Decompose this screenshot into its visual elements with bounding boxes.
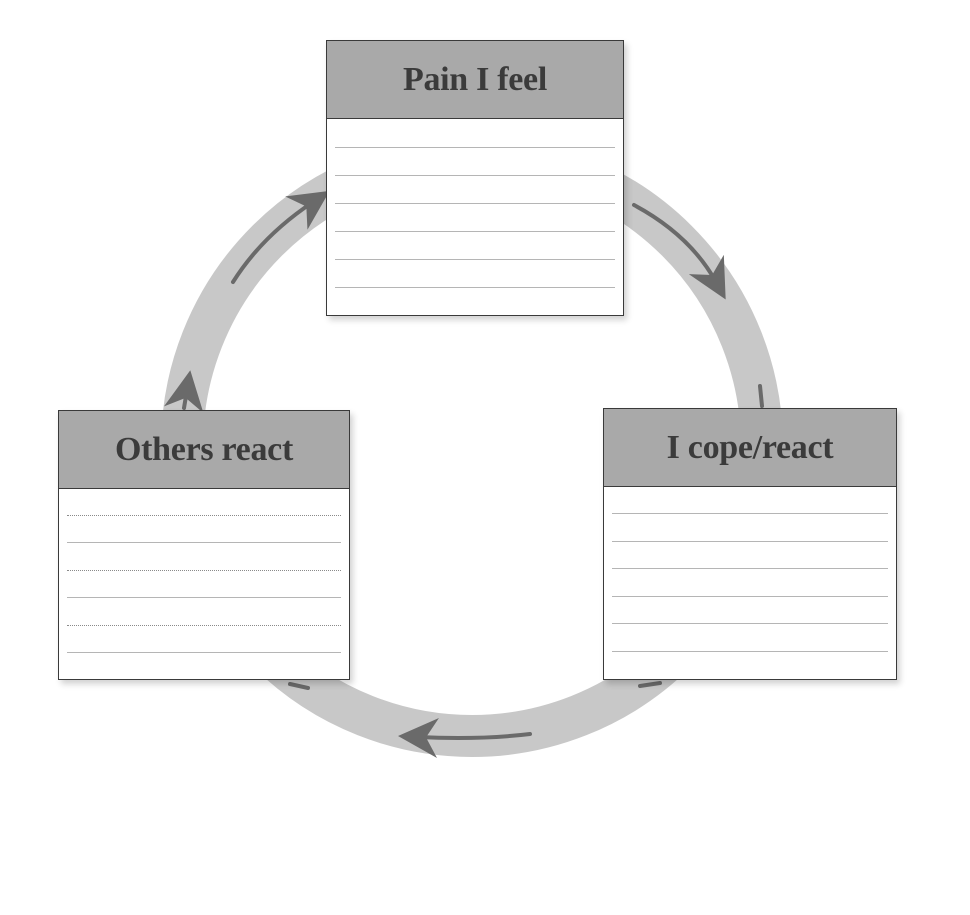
writing-line: [335, 147, 615, 148]
writing-line: [335, 175, 615, 176]
arrow-stub-right-icon: [638, 681, 662, 688]
writing-line: [612, 540, 888, 542]
writing-line: [612, 623, 888, 625]
writing-line: [67, 624, 341, 626]
arrow-down-small-icon: [758, 384, 764, 408]
writing-line: [335, 287, 615, 288]
writing-line: [67, 652, 341, 653]
arrow-up-right-icon: [231, 190, 330, 284]
writing-line: [335, 259, 615, 260]
arrow-up-small-icon: [163, 370, 204, 414]
box-title: Pain I feel: [327, 41, 623, 119]
arrow-right-down-icon: [632, 203, 726, 300]
writing-line: [335, 231, 615, 232]
box-title: Others react: [59, 411, 349, 489]
writing-line: [67, 569, 341, 571]
box-i-cope-react: I cope/react: [603, 408, 897, 680]
writing-line: [67, 542, 341, 544]
writing-line: [612, 595, 888, 597]
writing-line: [335, 203, 615, 204]
writing-line: [612, 568, 888, 570]
box-pain-i-feel: Pain I feel: [326, 40, 624, 316]
box-title: I cope/react: [604, 409, 896, 487]
writing-line: [67, 515, 341, 516]
arrow-stub-left-icon: [288, 682, 310, 690]
arrow-left-icon: [398, 717, 532, 758]
writing-line: [67, 597, 341, 599]
writing-line: [612, 651, 888, 652]
writing-line: [612, 513, 888, 514]
box-others-react: Others react: [58, 410, 350, 680]
